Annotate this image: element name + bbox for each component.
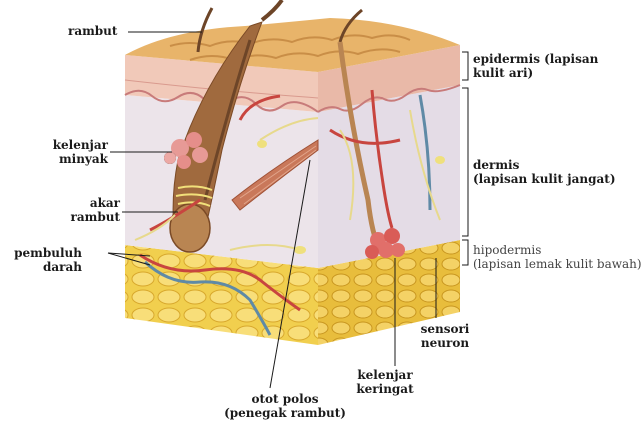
hair-shaft-2 [262,0,282,20]
label-sensori-neuron: sensori neuron [415,322,475,350]
label-epidermis: epidermis (lapisan kulit ari) [473,52,598,80]
label-dermis: dermis (lapisan kulit jangat) [473,158,616,186]
hair-bulb [170,204,210,252]
label-rambut: rambut [68,24,117,38]
label-pembuluh-darah: pembuluh darah [6,246,82,274]
label-hipodermis: hipodermis (lapisan lemak kulit bawah) [473,243,642,271]
label-kelenjar-minyak: kelenjar minyak [38,138,108,166]
label-akar-rambut: akar rambut [50,196,120,224]
label-kelenjar-keringat: kelenjar keringat [350,368,420,396]
label-otot-polos: otot polos (penegak rambut) [222,392,348,420]
